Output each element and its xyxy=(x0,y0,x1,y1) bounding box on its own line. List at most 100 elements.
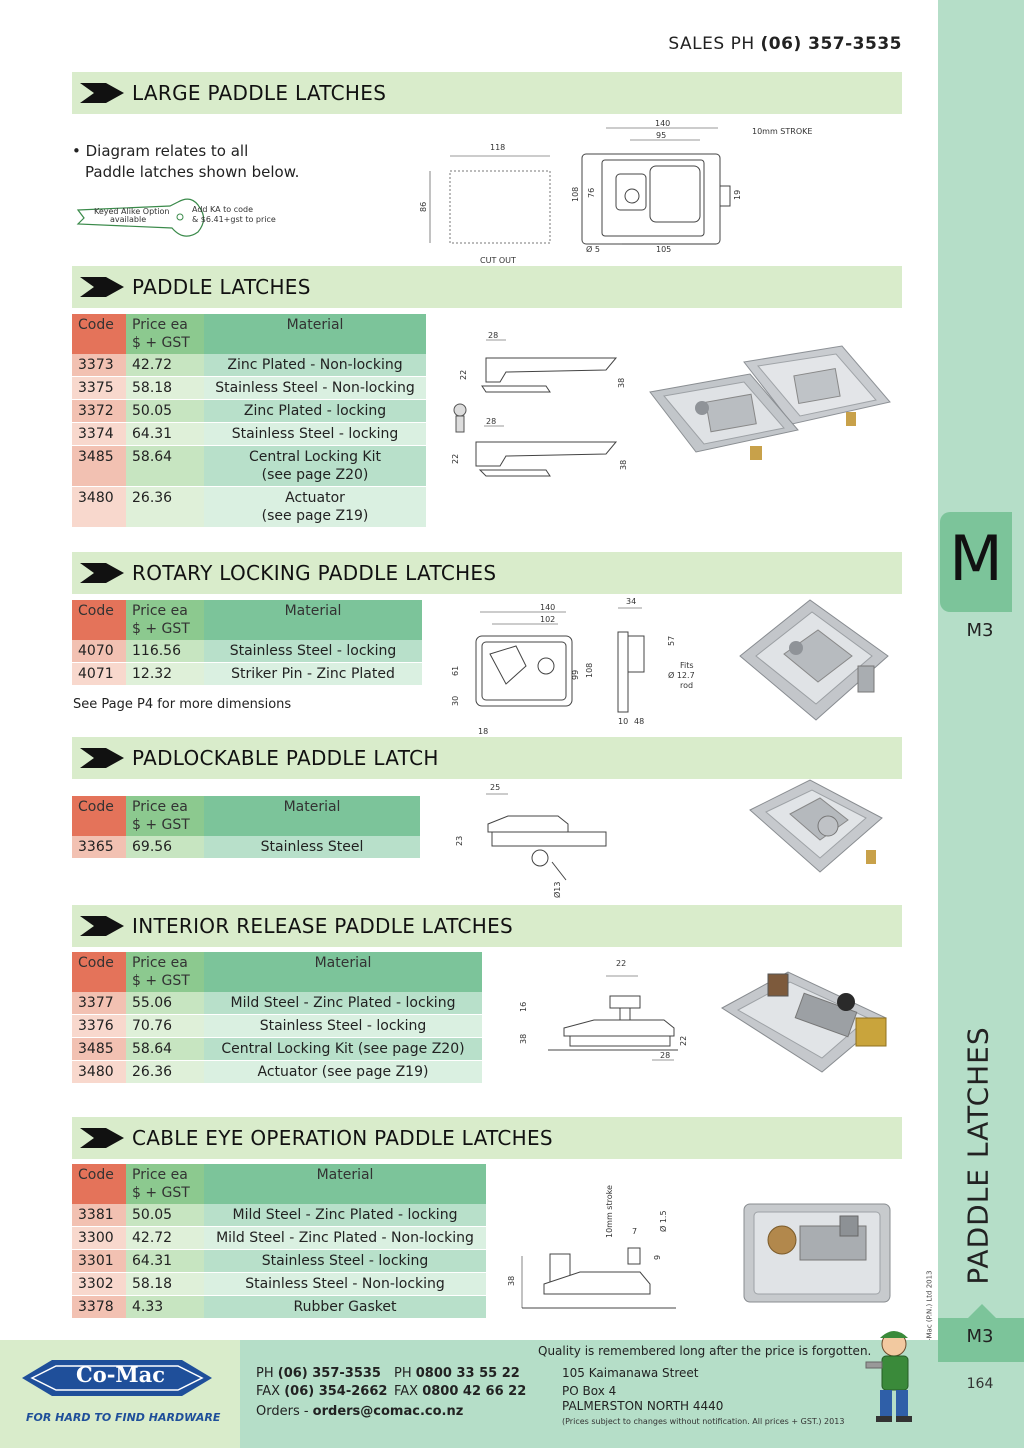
svg-text:38: 38 xyxy=(507,1276,516,1286)
col-price: Price ea$ + GST xyxy=(126,600,204,640)
col-material: Material xyxy=(204,952,482,992)
col-price: Price ea$ + GST xyxy=(126,1164,204,1204)
section-paddle-header: PADDLE LATCHES xyxy=(72,266,902,308)
table-header-row: Code Price ea$ + GST Material xyxy=(72,1164,486,1204)
table-header-row: Code Price ea$ + GST Material xyxy=(72,600,422,640)
section-vertical-label: PADDLE LATCHES xyxy=(958,1026,998,1284)
page-number: 164 xyxy=(966,1376,994,1392)
svg-text:30: 30 xyxy=(451,696,460,706)
col-code: Code xyxy=(72,600,126,640)
arrow-icon xyxy=(80,83,124,103)
footer-address-2: PO Box 4 xyxy=(562,1384,617,1398)
footer-phone-number[interactable]: (06) 357-3535 xyxy=(277,1366,381,1381)
col-material: Material xyxy=(204,796,420,836)
svg-text:118: 118 xyxy=(490,143,505,152)
arrow-icon xyxy=(80,277,124,297)
paddle-profile-diagram: 28 22 38 28 22 38 xyxy=(451,331,628,477)
key-note-1: Add KA to code xyxy=(192,205,253,214)
cable-eye-diagram: 10mm stroke Ø 1.5 7 9 38 xyxy=(507,1185,676,1309)
svg-text:Fits: Fits xyxy=(680,661,694,670)
section-title: INTERIOR RELEASE PADDLE LATCHES xyxy=(132,914,513,938)
sales-label: SALES PH xyxy=(668,34,761,54)
svg-text:23: 23 xyxy=(455,836,464,846)
section-tab[interactable] xyxy=(940,512,1012,612)
sales-phone-header: SALES PH (06) 357-3535 xyxy=(668,34,902,54)
arrow-icon xyxy=(80,563,124,583)
padlockable-latch-photo xyxy=(749,779,883,873)
padlockable-diagram: 25 23 Ø13 xyxy=(455,783,607,898)
svg-text:25: 25 xyxy=(490,783,500,792)
paddle-latch-photo xyxy=(649,345,891,460)
section-title: CABLE EYE OPERATION PADDLE LATCHES xyxy=(132,1126,553,1150)
footer-fax-free: FAX 0800 42 66 22 xyxy=(394,1384,527,1399)
footer-disclaimer: (Prices subject to changes without notif… xyxy=(562,1417,845,1426)
key-icon: Keyed Alike Option available Add KA to c… xyxy=(76,198,276,237)
sales-phone[interactable]: (06) 357-3535 xyxy=(760,34,902,54)
interior-latch-photo xyxy=(721,971,887,1073)
logo-slogan: FOR HARD TO FIND HARDWARE xyxy=(26,1411,221,1424)
comac-logo[interactable] xyxy=(22,1350,212,1406)
logo-wordmark: Co-Mac xyxy=(76,1362,166,1387)
svg-text:10mm stroke: 10mm stroke xyxy=(605,1185,614,1238)
col-material: Material xyxy=(204,314,426,354)
svg-text:108: 108 xyxy=(585,663,594,678)
svg-text:108: 108 xyxy=(571,187,580,202)
table-header-row: Code Price ea$ + GST Material xyxy=(72,796,420,836)
col-code: Code xyxy=(72,1164,126,1204)
section-tab-bottom[interactable] xyxy=(938,1304,1024,1362)
svg-text:Ø 1.5: Ø 1.5 xyxy=(658,1210,668,1232)
footer-tagline: Quality is remembered long after the pri… xyxy=(538,1344,872,1358)
svg-text:102: 102 xyxy=(540,615,555,624)
table-header-row: Code Price ea$ + GST Material xyxy=(72,314,426,354)
footer-phone: PH (06) 357-3535 xyxy=(256,1366,381,1381)
svg-text:10: 10 xyxy=(618,717,628,726)
svg-text:99: 99 xyxy=(571,670,580,680)
svg-text:28: 28 xyxy=(660,1051,670,1060)
svg-text:28: 28 xyxy=(488,331,498,340)
svg-text:48: 48 xyxy=(634,717,644,726)
col-material: Material xyxy=(204,600,422,640)
svg-text:7: 7 xyxy=(632,1227,637,1236)
section-code-bottom: M3 xyxy=(966,1326,994,1347)
footer-orders-email[interactable]: orders@comac.co.nz xyxy=(312,1404,464,1419)
key-note-2: & $6.41+gst to price xyxy=(192,215,276,224)
rotary-note[interactable]: See Page P4 for more dimensions xyxy=(73,697,292,712)
svg-text:28: 28 xyxy=(486,417,496,426)
svg-text:9: 9 xyxy=(653,1255,662,1260)
arrow-icon xyxy=(80,1128,124,1148)
section-letter: M xyxy=(949,522,1003,595)
svg-text:95: 95 xyxy=(656,131,666,140)
svg-text:34: 34 xyxy=(626,597,636,606)
col-price: Price ea$ + GST xyxy=(126,952,204,992)
rotary-diagram: 140 102 61 30 99 108 18 34 57 Fits Ø 12.… xyxy=(451,597,695,736)
footer-phone-free: PH 0800 33 55 22 xyxy=(394,1366,520,1381)
footer-address-3: PALMERSTON NORTH 4440 xyxy=(562,1399,724,1413)
footer-phone-free-number[interactable]: 0800 33 55 22 xyxy=(415,1366,520,1381)
svg-text:19: 19 xyxy=(733,190,742,200)
diagram-note-2: Paddle latches shown below. xyxy=(85,163,300,181)
footer-address-1: 105 Kaimanawa Street xyxy=(562,1366,699,1380)
large-paddle-diagram: 118 86 CUT OUT 140 95 10mm STROKE 108 76… xyxy=(419,119,812,265)
